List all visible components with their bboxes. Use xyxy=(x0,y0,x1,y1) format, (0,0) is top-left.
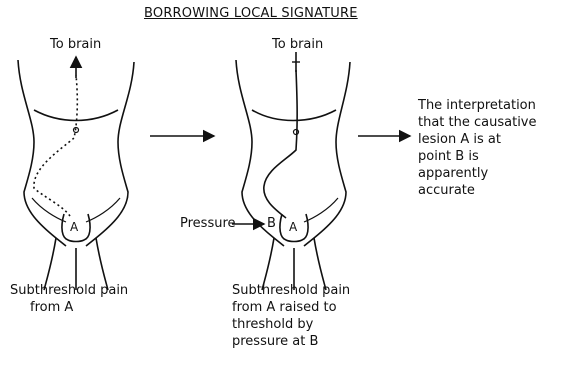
middle-to-brain-label: To brain xyxy=(272,37,323,53)
left-inguinal-right xyxy=(86,198,120,222)
middle-caption-line: pressure at B xyxy=(232,333,350,350)
middle-torso-figure xyxy=(236,60,350,290)
diagram-title: BORROWING LOCAL SIGNATURE xyxy=(144,6,358,22)
middle-caption: Subthreshold pain from A raised to thres… xyxy=(232,282,350,350)
left-to-brain-label: To brain xyxy=(50,37,101,53)
left-torso-figure xyxy=(18,60,134,290)
conclusion-line: The interpretation xyxy=(418,97,537,114)
conclusion-line: that the causative xyxy=(418,114,537,131)
left-caption-line: Subthreshold pain xyxy=(10,282,128,299)
middle-label-b: B xyxy=(267,216,276,232)
left-nerve-path xyxy=(34,75,77,216)
conclusion-text: The interpretation that the causative le… xyxy=(418,97,537,199)
middle-caption-line: Subthreshold pain xyxy=(232,282,350,299)
left-label-a: A xyxy=(70,219,78,235)
left-torso-left-outline xyxy=(18,60,66,246)
middle-nerve-path xyxy=(264,70,297,218)
left-inguinal-left xyxy=(32,198,66,222)
middle-caption-line: from A raised to xyxy=(232,299,350,316)
conclusion-line: lesion A is at xyxy=(418,131,537,148)
middle-torso-left-outline xyxy=(236,60,284,246)
pressure-label: Pressure xyxy=(180,216,236,232)
left-caption-line: from A xyxy=(10,299,128,316)
conclusion-line: apparently xyxy=(418,165,537,182)
middle-caption-line: threshold by xyxy=(232,316,350,333)
conclusion-line: point B is xyxy=(418,148,537,165)
middle-chest-curve xyxy=(252,110,336,121)
left-caption: Subthreshold pain from A xyxy=(10,282,128,316)
conclusion-line: accurate xyxy=(418,182,537,199)
middle-inguinal-right xyxy=(304,198,338,222)
middle-label-a: A xyxy=(289,219,297,235)
